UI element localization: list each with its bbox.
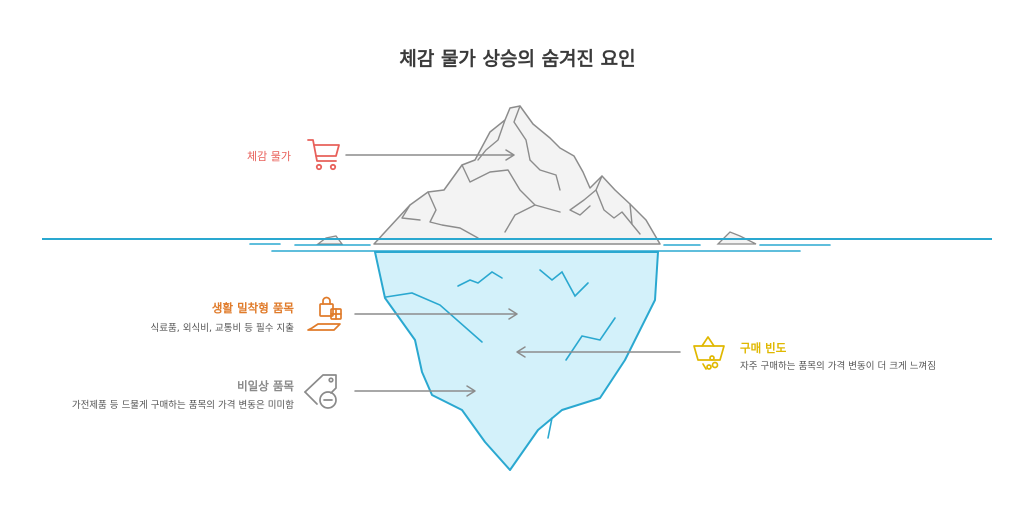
price-tag-icon [303, 372, 343, 412]
daily-items-label: 생활 밀착형 품목 [212, 300, 294, 316]
nondaily-items-desc: 가전제품 등 드물게 구매하는 품목의 가격 변동은 미미함 [72, 397, 294, 411]
basket-icon [690, 334, 730, 372]
daily-items-desc: 식료품, 외식비, 교통비 등 필수 지출 [151, 320, 295, 334]
nondaily-items-label: 비일상 품목 [237, 378, 294, 394]
water-ripples [250, 244, 830, 251]
shopping-bags-icon [306, 296, 344, 334]
iceberg-underwater [375, 252, 658, 470]
purchase-frequency-label: 구매 빈도 [740, 340, 786, 356]
purchase-frequency-desc: 자주 구매하는 품목의 가격 변동이 더 크게 느껴짐 [740, 358, 936, 372]
shopping-cart-icon [306, 137, 342, 173]
perceived-price-label: 체감 물가 [247, 148, 291, 164]
